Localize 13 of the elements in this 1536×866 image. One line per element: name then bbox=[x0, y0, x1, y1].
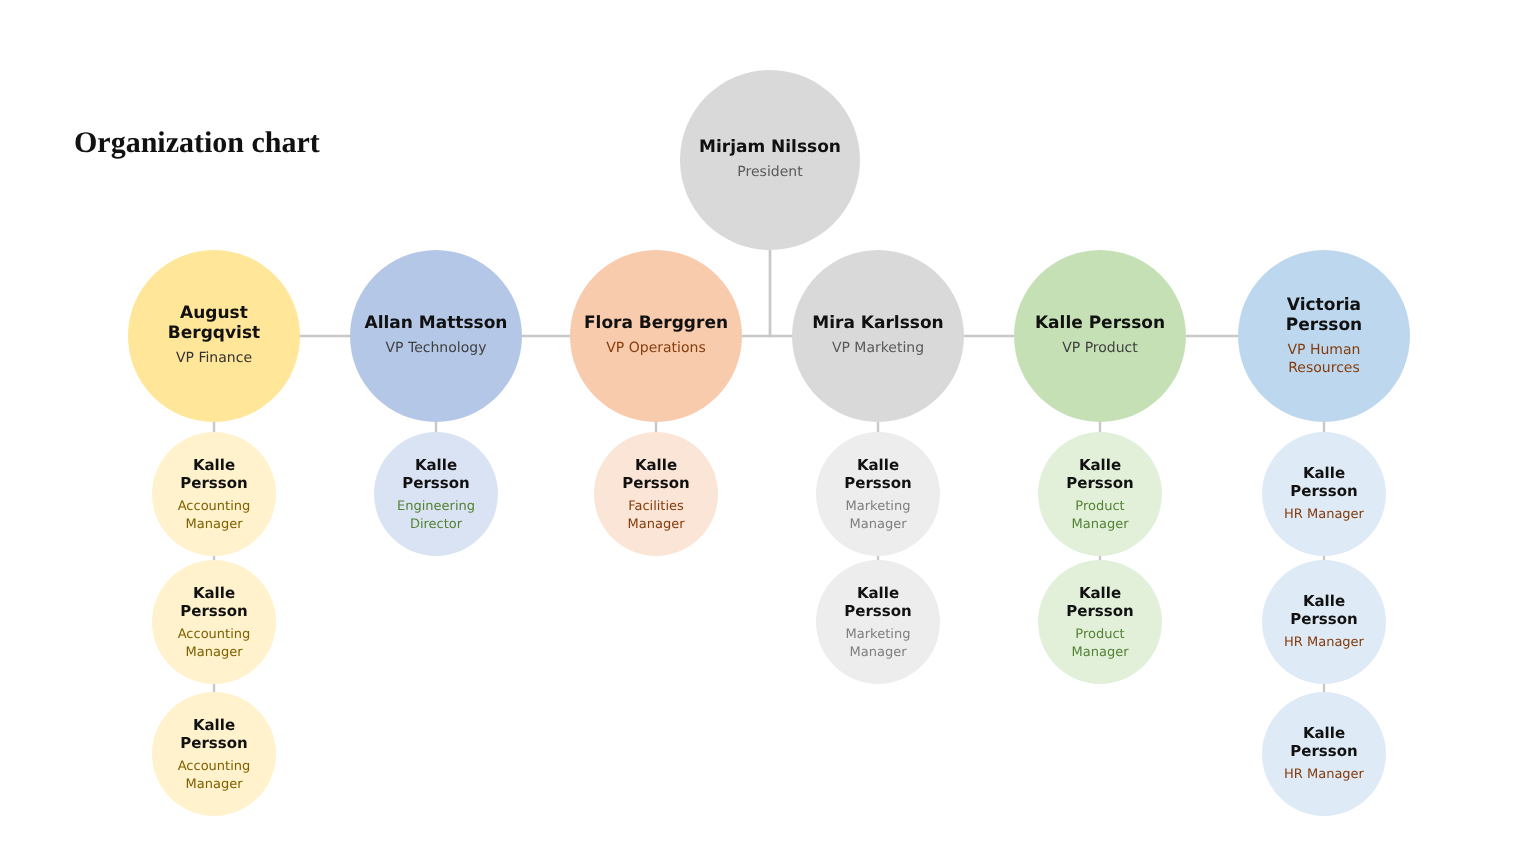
person-name: Victoria Persson bbox=[1283, 295, 1365, 336]
person-name: Mira Karlsson bbox=[812, 314, 944, 335]
person-name: Allan Mattsson bbox=[364, 314, 508, 335]
person-name: Flora Berggren bbox=[583, 314, 729, 335]
person-name: Mirjam Nilsson bbox=[699, 138, 841, 159]
person-name: Kalle Persson bbox=[1034, 314, 1166, 335]
chart-subtitle: Organization chart bbox=[74, 128, 320, 162]
connector-line bbox=[964, 334, 1014, 338]
connector-line bbox=[522, 334, 570, 338]
connector-line bbox=[300, 334, 350, 338]
person-name: August Bergqvist bbox=[165, 303, 263, 345]
connector-line bbox=[768, 250, 792, 338]
connector-line bbox=[1186, 334, 1238, 338]
